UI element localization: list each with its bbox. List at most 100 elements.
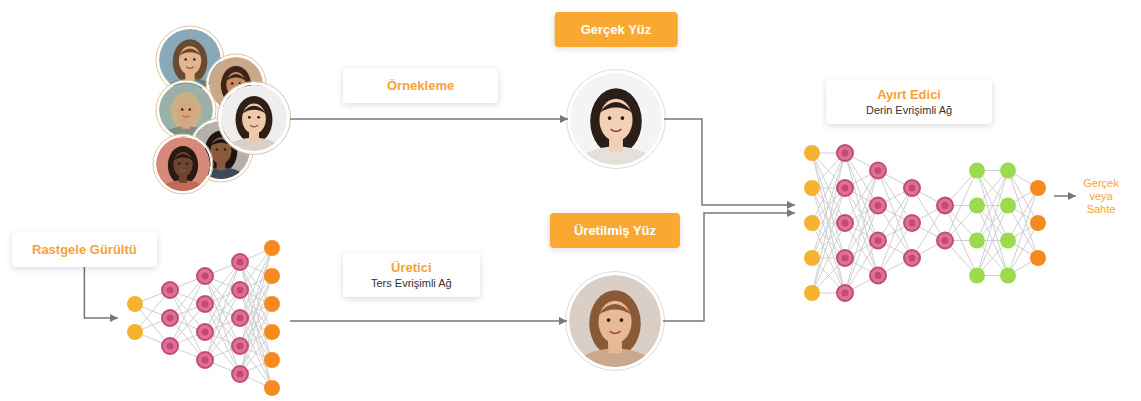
photo-background	[156, 137, 210, 191]
photo-ring	[220, 84, 289, 153]
neuron	[937, 198, 953, 214]
neuron-core	[237, 343, 244, 350]
face-photos	[153, 26, 666, 387]
face	[179, 46, 201, 75]
mouth	[250, 125, 258, 127]
discriminator-network	[804, 145, 1046, 301]
neuron	[162, 282, 178, 298]
neuron	[197, 324, 213, 340]
neuron	[837, 250, 853, 266]
photo-ring	[569, 72, 664, 167]
eye	[186, 162, 188, 164]
flow-arrow	[290, 320, 567, 322]
neuron	[127, 296, 143, 312]
neuron	[969, 163, 985, 179]
neuron-core	[842, 185, 849, 192]
photo-ring	[155, 136, 212, 193]
neuron	[232, 310, 248, 326]
neuron-core	[942, 202, 949, 209]
neuron-core	[202, 301, 209, 308]
flow-arrow	[664, 119, 795, 205]
label-tag: Örnekleme	[343, 68, 498, 103]
neuron-core	[202, 273, 209, 280]
photo-edge	[567, 70, 666, 169]
hair	[589, 290, 641, 356]
neuron-core	[237, 287, 244, 294]
fringe	[173, 154, 194, 161]
neuron-core	[842, 150, 849, 157]
neuron	[870, 198, 886, 214]
neuron	[969, 198, 985, 214]
neuron-core	[237, 371, 244, 378]
photo-edge	[153, 134, 213, 194]
neuron-core	[237, 259, 244, 266]
neuron-core	[842, 255, 849, 262]
flow-arrow	[290, 118, 568, 120]
neuron-core	[875, 202, 882, 209]
heading-tag: Gerçek Yüz	[555, 12, 678, 47]
node-title: Rastgele Gürültü	[32, 241, 137, 258]
mouth	[183, 116, 189, 117]
neuron	[197, 296, 213, 312]
neuron	[232, 282, 248, 298]
neuron	[837, 215, 853, 231]
node-subtitle: Derin Evrişimli Ağ	[866, 103, 952, 118]
node-title: Üretilmiş Yüz	[574, 222, 656, 239]
neuron	[870, 163, 886, 179]
photo-ring	[568, 274, 663, 369]
fringe	[599, 102, 634, 114]
heading-tag: Üretilmiş Yüz	[550, 213, 680, 248]
hair	[173, 39, 208, 84]
neuron-core	[237, 315, 244, 322]
neuron	[1030, 250, 1046, 266]
real-face: Gerçek Yüz	[568, 71, 664, 167]
face-photo	[153, 134, 213, 203]
neuron-core	[875, 272, 882, 279]
fringe	[241, 106, 266, 114]
photo-edge	[218, 82, 291, 155]
neuron	[232, 338, 248, 354]
network-link	[812, 188, 845, 293]
neuron	[904, 215, 920, 231]
neuron	[232, 366, 248, 382]
eye	[257, 116, 260, 119]
face-photo	[218, 82, 291, 166]
node-subtitle: Ters Evrişimli Ağ	[371, 276, 452, 291]
eye	[620, 318, 624, 322]
network-link	[878, 223, 912, 276]
mouth	[610, 129, 621, 131]
photo-background	[570, 73, 662, 165]
fringe	[176, 100, 197, 107]
neuron	[1030, 180, 1046, 196]
flow-arrow	[663, 213, 795, 321]
hair	[236, 96, 273, 144]
face	[599, 99, 632, 141]
eye	[224, 148, 226, 150]
network-link	[977, 171, 1008, 276]
neuron-core	[842, 220, 849, 227]
neuron	[264, 268, 280, 284]
neuron	[804, 145, 820, 161]
neuron-core	[909, 255, 916, 262]
network-link	[845, 241, 878, 294]
network-link	[812, 153, 845, 258]
fringe	[598, 304, 633, 316]
hair	[168, 146, 198, 185]
neuron	[937, 233, 953, 249]
neuron	[162, 338, 178, 354]
neuron-core	[909, 185, 916, 192]
neuron	[870, 268, 886, 284]
neuron	[837, 285, 853, 301]
neuron	[870, 233, 886, 249]
network-link	[977, 171, 1008, 276]
neuron	[1000, 268, 1016, 284]
neuron	[904, 180, 920, 196]
neuron-core	[909, 220, 916, 227]
eye	[184, 58, 186, 60]
network-link	[812, 153, 845, 258]
neuron-core	[875, 167, 882, 174]
neuron-core	[842, 290, 849, 297]
neuron	[804, 215, 820, 231]
